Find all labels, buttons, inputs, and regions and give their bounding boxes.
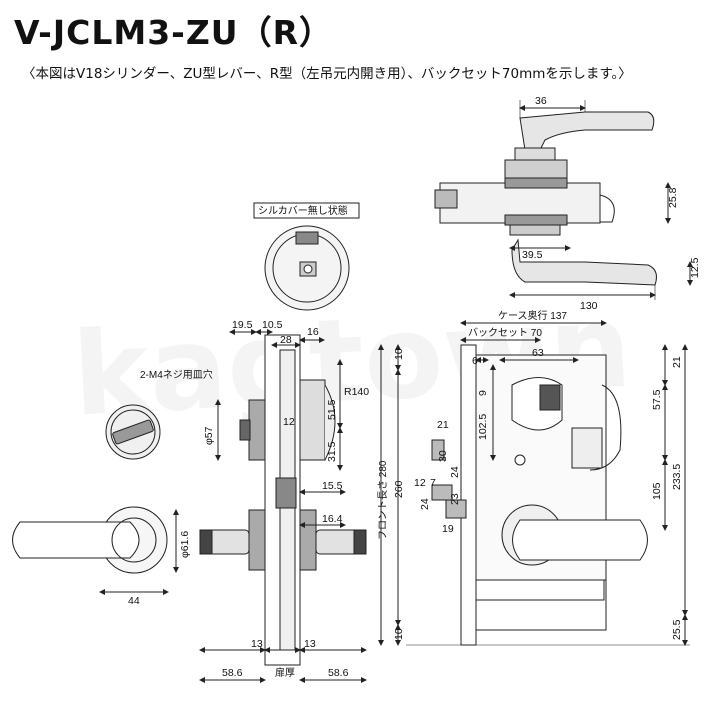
dim-r140: R140 [344,386,369,398]
dim-105: 105 [651,482,663,500]
door-thickness-label: 扉厚 [275,666,295,679]
dim-10-top: 10 [393,348,405,360]
dim-21-right: 21 [671,356,683,368]
dim-16: 16 [307,326,319,338]
dim-10-bottom: 10 [393,628,405,640]
silcover-label: シルカバー無し状態 [258,204,348,217]
dim-31-5: 31.5 [326,441,338,462]
screw-label: 2-M4ネジ用皿穴 [140,368,213,381]
front-length-label: フロント長さ 280 [377,460,389,540]
dim-12-mid: 12 [283,416,295,428]
dim-13-left: 13 [251,638,263,650]
dim-30: 30 [437,450,449,462]
dim-58-6-right: 58.6 [328,667,349,679]
dim-phi-57: φ57 [203,426,215,445]
dim-260: 260 [393,480,405,498]
dim-12-5: 12.5 [689,257,701,278]
dim-58-6-left: 58.6 [222,667,243,679]
page-subtitle: 〈本図はV18シリンダー、ZU型レバー、R型（左吊元内開き用）、バックセット70… [22,66,632,82]
dim-6: 6 [472,355,478,367]
case-depth-label: ケース奥行 137 [498,309,567,322]
dim-19: 19 [442,523,454,535]
dim-16-4: 16.4 [322,513,343,525]
dim-13-right: 13 [304,638,316,650]
dim-21-left: 21 [437,419,449,431]
page-title: V-JCLM3-ZU（R） [14,13,333,52]
dim-51-5: 51.5 [326,399,338,420]
dim-12-right: 12 [414,477,426,489]
silcover-box [253,202,360,219]
thumbturn-front-view [105,404,161,460]
dim-23: 23 [449,493,461,505]
dim-39-5: 39.5 [522,249,543,261]
top-lever-view [434,111,657,286]
dim-9: 9 [477,390,489,396]
dim-phi-61-6: φ61.6 [179,531,191,558]
dim-25-5: 25.5 [671,619,683,640]
dim-28: 28 [280,334,292,346]
dim-15-5: 15.5 [322,480,343,492]
lock-body-view [431,344,648,646]
dim-24-bottom: 24 [419,498,431,510]
dim-63: 63 [532,347,544,359]
dim-25-8: 25.8 [667,187,679,208]
lever-front-view [12,506,168,574]
dim-57-5: 57.5 [651,389,663,410]
dim-130: 130 [580,300,598,312]
dim-102-5: 102.5 [477,414,489,440]
dim-10-5: 10.5 [262,319,283,331]
backset-label: バックセット 70 [468,327,542,339]
dim-7: 7 [430,477,436,489]
dim-19-5: 19.5 [232,319,253,331]
dim-44: 44 [128,595,140,607]
dim-36: 36 [535,95,547,107]
dim-233-5: 233.5 [671,464,683,490]
dim-24-top: 24 [449,466,461,478]
